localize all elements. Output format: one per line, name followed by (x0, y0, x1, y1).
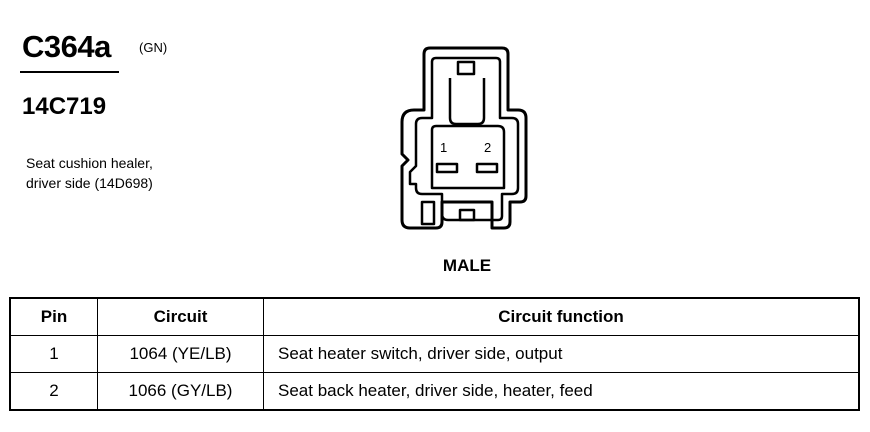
connector-face-diagram: 1 2 (400, 46, 528, 230)
table-row: 2 1066 (GY/LB) Seat back heater, driver … (9, 372, 860, 411)
connector-id-underline (20, 71, 119, 73)
table-header-row: Pin Circuit Circuit function (9, 297, 860, 336)
cell-circuit-function: Seat heater switch, driver side, output (263, 335, 860, 373)
pin-1-label: 1 (440, 140, 447, 155)
connector-color-code: (GN) (139, 40, 168, 55)
table-row: 1 1064 (YE/LB) Seat heater switch, drive… (9, 335, 860, 373)
connector-outer-shell (400, 46, 528, 230)
connector-bottom-tab (458, 208, 476, 222)
description-line-1: Seat cushion healer, (26, 155, 153, 171)
pin-1-terminal (435, 162, 459, 174)
cell-circuit: 1064 (YE/LB) (97, 335, 264, 373)
cell-pin: 1 (9, 335, 98, 373)
pin-2-label: 2 (484, 140, 491, 155)
connector-latch (456, 60, 476, 76)
terminal-cavity-area (430, 124, 506, 190)
connector-side-tab-left (420, 200, 436, 226)
header-pin: Pin (9, 297, 98, 336)
connector-key-slot (448, 78, 486, 126)
connector-inner-shell (408, 56, 520, 222)
header-circuit-function: Circuit function (263, 297, 860, 336)
description-line-2: driver side (14D698) (26, 175, 153, 191)
pin-2-terminal (475, 162, 499, 174)
cell-circuit-function: Seat back heater, driver side, heater, f… (263, 372, 860, 411)
part-number: 14C719 (22, 93, 107, 120)
connector-id: C364a (22, 29, 111, 64)
connector-description: Seat cushion healer, driver side (14D698… (26, 153, 153, 193)
cell-pin: 2 (9, 372, 98, 411)
cell-circuit: 1066 (GY/LB) (97, 372, 264, 411)
header-circuit: Circuit (97, 297, 264, 336)
pin-table: Pin Circuit Circuit function 1 1064 (YE/… (9, 297, 860, 411)
connector-gender-label: MALE (442, 256, 492, 275)
